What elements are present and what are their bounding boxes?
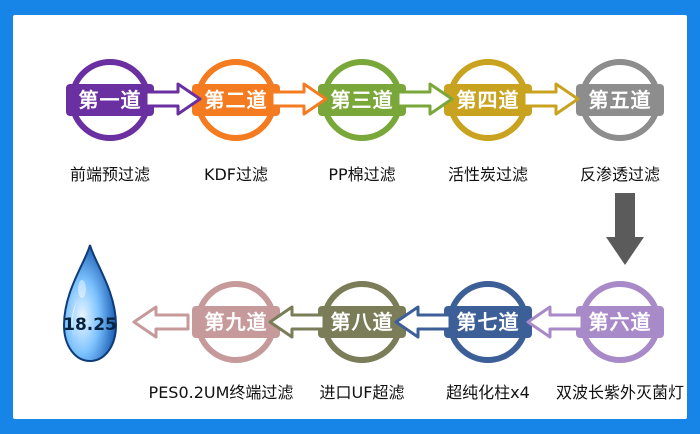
stage-2-description: KDF过滤 — [203, 165, 269, 184]
water-drop-icon — [62, 244, 118, 363]
arrow-right-2-icon — [270, 82, 328, 116]
stage-1-description: 前端预过滤 — [69, 165, 150, 184]
stage-5-label: 第五道 — [576, 84, 664, 116]
stage-6-label: 第六道 — [576, 306, 664, 338]
stage-3-label: 第三道 — [318, 84, 406, 116]
arrow-right-1-icon — [144, 82, 202, 116]
stage-1-label: 第一道 — [66, 84, 154, 116]
stage-2: 第二道 — [192, 59, 280, 141]
stage-8-label: 第八道 — [318, 306, 406, 338]
water-quality-value: 18.25 — [63, 315, 117, 335]
stage-4-label: 第四道 — [444, 84, 532, 116]
stage-9: 第九道 — [192, 281, 280, 363]
stage-1: 第一道 — [66, 59, 154, 141]
arrow-left-2-icon — [394, 305, 452, 339]
filtration-process-diagram: 第一道 前端预过滤 第二道 KDF过滤 第三道 PP棉过滤 第四道 活性炭过滤 … — [13, 15, 687, 419]
arrow-right-4-icon — [522, 82, 580, 116]
stage-8-description: 进口UF超滤 — [319, 383, 405, 402]
arrow-left-3-icon — [268, 305, 326, 339]
arrow-down-icon — [606, 193, 644, 265]
stage-7-description: 超纯化柱x4 — [446, 383, 530, 402]
stage-7-label: 第七道 — [444, 306, 532, 338]
stage-4: 第四道 — [444, 59, 532, 141]
stage-2-label: 第二道 — [192, 84, 280, 116]
arrow-left-1-icon — [526, 305, 584, 339]
arrow-left-4-icon — [132, 305, 190, 339]
stage-7: 第七道 — [444, 281, 532, 363]
arrow-right-3-icon — [396, 82, 454, 116]
stage-3-description: PP棉过滤 — [328, 165, 396, 184]
stage-8: 第八道 — [318, 281, 406, 363]
stage-9-label: 第九道 — [192, 306, 280, 338]
stage-5-description: 反渗透过滤 — [579, 165, 660, 184]
stage-3: 第三道 — [318, 59, 406, 141]
stage-6-description: 双波长紫外灭菌灯 — [555, 383, 684, 402]
stage-4-description: 活性炭过滤 — [447, 165, 528, 184]
stage-5: 第五道 — [576, 59, 664, 141]
stage-6: 第六道 — [576, 281, 664, 363]
stage-9-description: PES0.2UM终端过滤 — [148, 383, 294, 402]
